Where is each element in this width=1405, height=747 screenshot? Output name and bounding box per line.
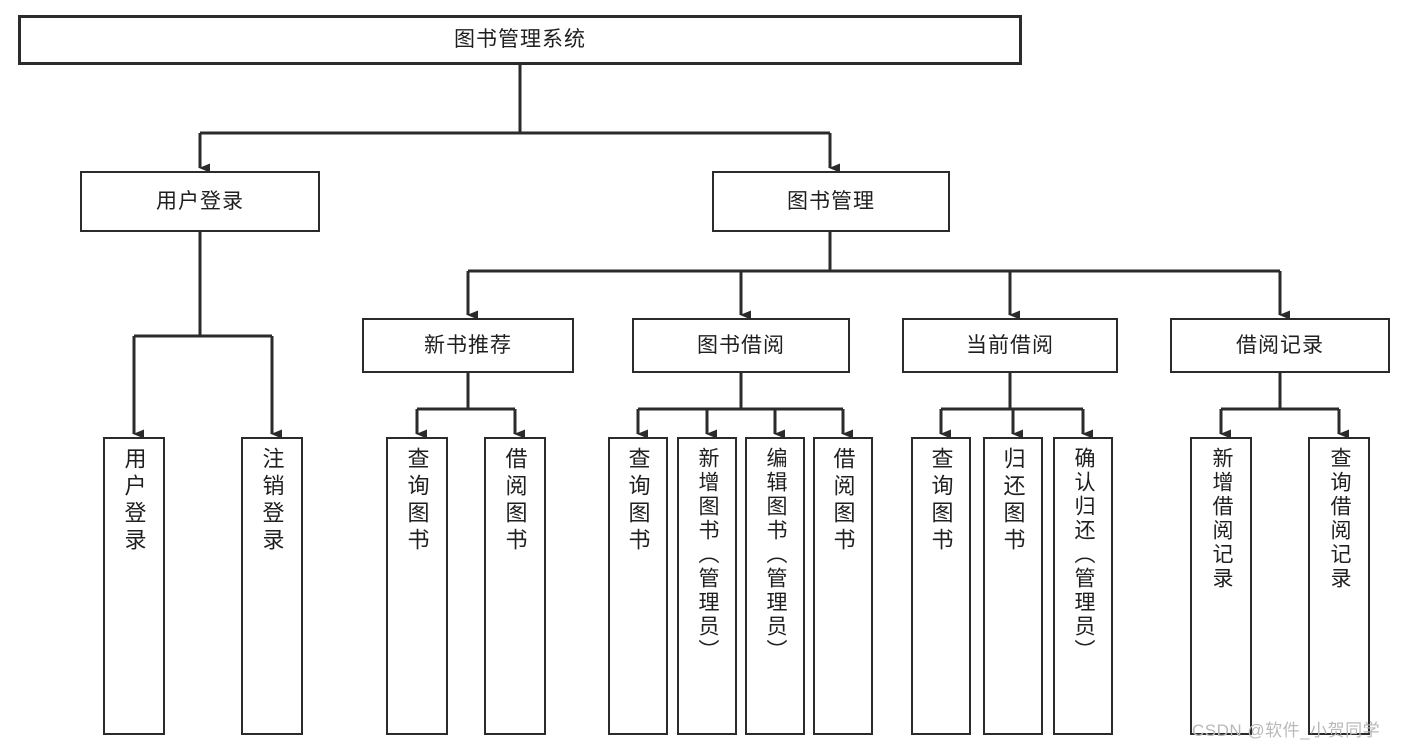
node-label: 归还图书: [1000, 447, 1026, 555]
node-label: 查询借阅记录: [1328, 447, 1352, 591]
node-root-system[interactable]: 图书管理系统: [18, 15, 1022, 65]
node-label: 借阅图书: [502, 447, 528, 555]
leaf-add-borrow-record[interactable]: 新增借阅记录: [1190, 437, 1252, 735]
node-new-book-recommend[interactable]: 新书推荐: [362, 318, 574, 373]
leaf-query-borrow-record[interactable]: 查询借阅记录: [1308, 437, 1370, 735]
node-label: 查询图书: [404, 447, 430, 555]
node-current-borrow[interactable]: 当前借阅: [902, 318, 1118, 373]
node-label: 确认归还（管理员）: [1072, 447, 1096, 663]
leaf-user-login[interactable]: 用户登录: [103, 437, 165, 735]
leaf-query-book-current[interactable]: 查询图书: [911, 437, 971, 735]
leaf-borrow-book-recommend[interactable]: 借阅图书: [484, 437, 546, 735]
node-label: 用户登录: [121, 447, 147, 555]
leaf-query-book-recommend[interactable]: 查询图书: [386, 437, 448, 735]
leaf-logout[interactable]: 注销登录: [241, 437, 303, 735]
node-label: 用户登录: [156, 189, 244, 213]
node-label: 图书管理系统: [454, 28, 586, 52]
node-label: 注销登录: [259, 447, 285, 555]
csdn-watermark: CSDN @软件_小贺同学: [1192, 721, 1381, 740]
leaf-borrow-book[interactable]: 借阅图书: [813, 437, 873, 735]
node-label: 新书推荐: [424, 333, 512, 357]
leaf-confirm-return-admin[interactable]: 确认归还（管理员）: [1053, 437, 1113, 735]
node-label: 新增图书（管理员）: [696, 447, 720, 663]
node-label: 新增借阅记录: [1210, 447, 1234, 591]
node-borrow-records[interactable]: 借阅记录: [1170, 318, 1390, 373]
node-label: 当前借阅: [966, 333, 1054, 357]
node-label: 图书借阅: [697, 333, 785, 357]
node-label: 借阅图书: [830, 447, 856, 555]
leaf-edit-book-admin[interactable]: 编辑图书（管理员）: [745, 437, 805, 735]
leaf-add-book-admin[interactable]: 新增图书（管理员）: [677, 437, 737, 735]
node-label: 借阅记录: [1236, 333, 1324, 357]
node-label: 查询图书: [928, 447, 954, 555]
node-book-borrow[interactable]: 图书借阅: [632, 318, 850, 373]
node-label: 编辑图书（管理员）: [764, 447, 788, 663]
node-label: 图书管理: [787, 189, 875, 213]
node-book-management[interactable]: 图书管理: [712, 171, 950, 232]
leaf-return-book[interactable]: 归还图书: [983, 437, 1043, 735]
node-label: 查询图书: [625, 447, 651, 555]
leaf-query-book-borrow[interactable]: 查询图书: [608, 437, 668, 735]
node-user-login[interactable]: 用户登录: [80, 171, 320, 232]
